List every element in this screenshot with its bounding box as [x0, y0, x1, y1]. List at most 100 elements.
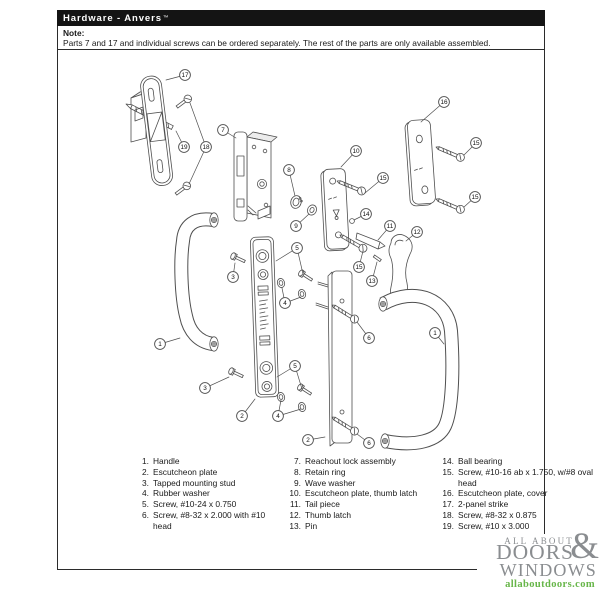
part-item: 8.Retain ring: [287, 467, 451, 478]
part-number: 6.: [142, 509, 149, 520]
svg-text:15: 15: [379, 175, 387, 182]
callout-9: 9: [290, 220, 302, 232]
part-item: 11.Tail piece: [287, 499, 451, 510]
svg-text:3: 3: [231, 274, 235, 281]
part-number: 13.: [289, 520, 301, 531]
part-number: 15.: [442, 466, 454, 477]
part-item: 1.Handle: [135, 456, 275, 467]
part-name: Escutcheon plate, thumb latch: [305, 488, 418, 499]
part-number: 17.: [442, 499, 454, 510]
part-item: 3. Tapped mounting stud: [135, 478, 275, 489]
mounting-stud-3: [229, 251, 247, 265]
screw-15: [434, 194, 467, 215]
part-number: 9.: [294, 477, 301, 488]
svg-text:8: 8: [287, 167, 291, 174]
svg-text:6: 6: [367, 440, 371, 447]
logo-doors: DOORS: [496, 540, 574, 564]
note-label: Note:: [63, 28, 85, 38]
part-number: 4.: [142, 488, 149, 499]
part-item: 17.2-panel strike: [440, 499, 598, 510]
callout-4: 4: [279, 297, 291, 309]
svg-text:4: 4: [283, 300, 287, 307]
part-item: 16.Escutcheon plate, cover: [440, 488, 598, 499]
escutcheon-thumb-latch-10: [320, 168, 350, 252]
part-name: Screw, #8-32 x 2.000 with #10 head: [153, 509, 266, 531]
escutcheon-plate-2-right: [315, 270, 353, 447]
part-item: 4.Rubber washer: [135, 488, 275, 499]
rubber-washer-4: [275, 277, 287, 289]
logo-ampersand: &: [570, 526, 599, 567]
svg-text:1: 1: [433, 330, 437, 337]
handle-left-1: [174, 212, 219, 352]
page-title: Hardware - Anvers: [63, 12, 162, 24]
svg-text:1: 1: [158, 341, 162, 348]
part-name: Screw, #8-32 x 0.875: [458, 509, 537, 520]
svg-text:6: 6: [367, 335, 371, 342]
part-name: Tapped mounting stud: [153, 477, 236, 488]
callout-19: 19: [178, 141, 190, 153]
svg-text:2: 2: [306, 437, 310, 444]
handle-right-1: [378, 288, 460, 451]
part-number: 3.: [142, 477, 149, 488]
part-name: Reachout lock assembly: [305, 456, 396, 466]
callout-1: 1: [429, 327, 441, 339]
part-name: Wave washer: [305, 477, 356, 488]
part-item: 7. Reachout lock assembly: [287, 456, 451, 467]
svg-text:9: 9: [294, 223, 298, 230]
part-name: Screw, #10-24 x 0.750: [153, 499, 237, 510]
part-name: Pin: [305, 520, 318, 531]
part-item: 12. Thumb latch: [287, 510, 451, 521]
logo-windows: WINDOWS: [499, 560, 597, 580]
strike-plate-17: [140, 75, 173, 186]
part-number: 11.: [289, 499, 301, 510]
part-number: 7.: [294, 456, 301, 466]
svg-text:11: 11: [387, 223, 394, 230]
callout-5: 5: [291, 242, 303, 254]
parts-list-column-3: 14. Ball bearing 15. Screw, #10-16 ab x 1.7…: [440, 456, 598, 532]
exploded-diagram: 1719187891015161515141112151353415324612…: [125, 69, 482, 451]
part-item: 9. Wave washer: [287, 478, 451, 489]
callout-6: 6: [363, 437, 375, 449]
svg-text:16: 16: [440, 99, 448, 106]
part-number: 18.: [442, 509, 454, 520]
logo-tagline: ALL ABOUT: [504, 536, 574, 546]
screw-5: [297, 268, 315, 284]
callout-14: 14: [360, 208, 372, 220]
reachout-lock-7: [233, 131, 278, 222]
part-name: Screw, #10-16 ab x 1.750, w/#8 oval head: [458, 466, 594, 488]
part-name: Screw, #10 x 3.000: [458, 520, 530, 531]
part-item: 5.Screw, #10-24 x 0.750: [135, 499, 275, 510]
callout-12: 12: [411, 226, 423, 238]
mounting-stud-3: [227, 366, 245, 380]
svg-text:18: 18: [202, 144, 210, 151]
tail-piece-11: [355, 232, 386, 250]
screw-18: [174, 93, 194, 111]
callout-15: 15: [377, 172, 389, 184]
note-box: Note: Parts 7 and 17 and individual scre…: [57, 26, 545, 50]
note-text: Parts 7 and 17 and individual screws can…: [63, 38, 491, 48]
svg-text:10: 10: [352, 148, 360, 155]
callout-3: 3: [227, 271, 239, 283]
part-number: 10.: [289, 488, 301, 499]
callout-11: 11: [384, 220, 396, 232]
part-number: 12.: [289, 509, 301, 520]
part-name: Ball bearing: [458, 456, 503, 466]
callout-15: 15: [353, 261, 365, 273]
callout-16: 16: [438, 96, 450, 108]
svg-text:3: 3: [203, 385, 207, 392]
callout-2: 2: [236, 410, 248, 422]
part-name: Thumb latch: [305, 509, 352, 520]
svg-text:15: 15: [355, 264, 363, 271]
part-item: 19. Screw, #10 x 3.000: [440, 521, 598, 532]
callout-4: 4: [272, 410, 284, 422]
part-number: 14.: [442, 456, 454, 466]
part-name: Retain ring: [305, 466, 346, 477]
callout-1: 1: [154, 338, 166, 350]
callout-13: 13: [366, 275, 378, 287]
callout-10: 10: [350, 145, 362, 157]
svg-text:17: 17: [181, 72, 189, 79]
callout-7: 7: [217, 124, 229, 136]
part-number: 19.: [442, 520, 454, 531]
